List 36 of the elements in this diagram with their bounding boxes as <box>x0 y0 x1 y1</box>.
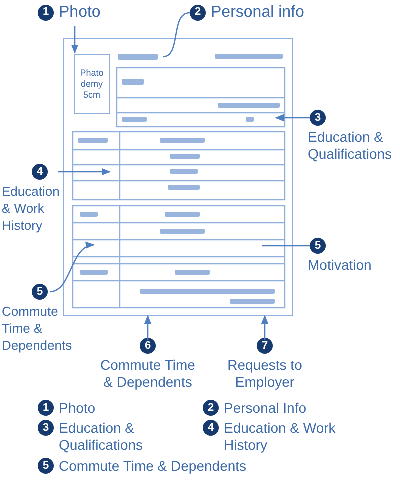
callout-label: Education & Qualifications <box>308 129 394 163</box>
photo-field <box>74 54 110 114</box>
callout-label: Commute Time & Dependents <box>100 357 196 391</box>
leader-line <box>144 315 152 340</box>
number-badge: 4 <box>32 164 48 180</box>
number-badge: 6 <box>140 338 156 354</box>
number-badge: 3 <box>38 420 54 436</box>
number-badge: 4 <box>203 420 219 436</box>
leader-line <box>262 245 310 247</box>
number-badge: 7 <box>257 338 273 354</box>
number-badge: 1 <box>38 400 54 416</box>
callout-label: Requests to Employer <box>226 357 304 391</box>
callout-label: Education & Work History <box>2 183 60 234</box>
leader-line <box>275 114 310 122</box>
leader-line <box>162 12 190 58</box>
callout-label: Motivation <box>308 257 372 274</box>
number-badge: 1 <box>38 4 54 20</box>
number-badge: 5 <box>32 284 48 300</box>
number-badge: 5 <box>310 238 326 254</box>
callout-label: Education & Work History <box>224 420 337 454</box>
leader-line <box>58 168 111 176</box>
callout-label: Education & Qualifications <box>59 420 144 454</box>
callout-label: Photo <box>59 400 96 417</box>
number-badge: 2 <box>190 4 206 20</box>
leader-line <box>261 315 269 340</box>
callout-label: Commute Time & Dependents <box>59 458 247 475</box>
callout-label: Commute Time & Dependents <box>2 303 74 354</box>
callout-label: Photo <box>59 4 101 21</box>
callout-label: Personal Info <box>224 400 306 417</box>
number-badge: 3 <box>310 110 326 126</box>
number-badge: 2 <box>203 400 219 416</box>
leader-line <box>50 243 95 293</box>
leader-line <box>71 26 79 54</box>
photo-size-note: Phato demy 5cm <box>79 68 105 100</box>
callout-label: Personal info <box>211 4 304 21</box>
number-badge: 5 <box>38 458 54 474</box>
